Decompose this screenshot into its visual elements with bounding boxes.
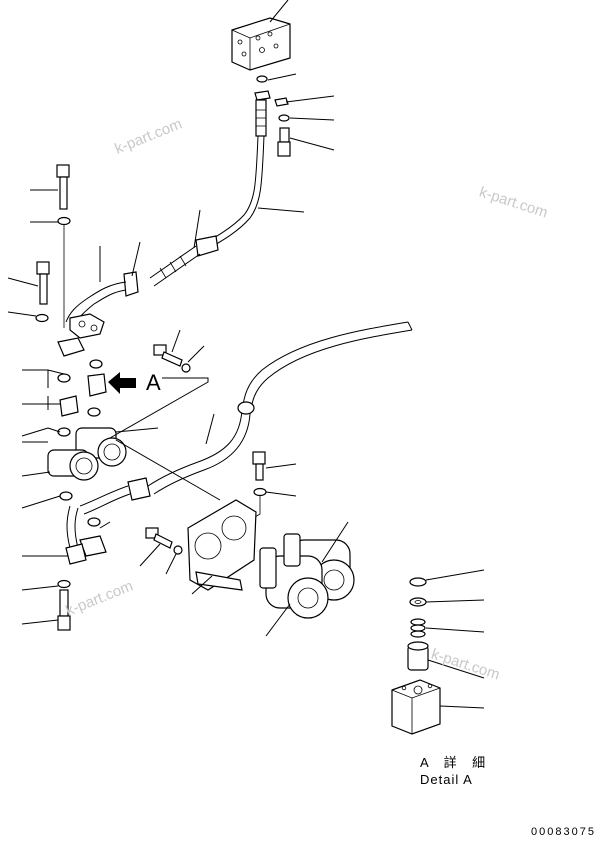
washer-mid (181, 363, 191, 373)
split-flange-upper (57, 313, 105, 357)
half-clamp-upper (59, 373, 107, 417)
snap-ring (409, 577, 427, 587)
detail-arrow-icon (108, 372, 136, 394)
o-ring-left-3 (87, 407, 101, 417)
washer-left-2 (35, 313, 49, 323)
drawing-number: 00083075 (531, 826, 596, 838)
flex-hose (149, 235, 219, 287)
washer-lower (57, 579, 71, 589)
clamp-top (274, 97, 289, 107)
tube-flange-lower (127, 477, 151, 501)
half-clamp-lower (65, 535, 107, 565)
washer-plate (173, 545, 183, 555)
bolt-lower-left (57, 589, 71, 631)
bracket-line-3 (21, 427, 61, 437)
long-tube (147, 321, 409, 487)
o-ring-left-4 (57, 427, 71, 437)
callout-a-line (109, 377, 209, 439)
tube-fitting-top (254, 90, 271, 101)
upper-tube (199, 135, 259, 247)
left-tube (65, 281, 127, 323)
detail-valve-block (391, 679, 441, 735)
o-ring-lower-2 (87, 517, 101, 527)
o-ring-top (256, 75, 268, 83)
o-ring-left-2 (57, 373, 71, 383)
washer-right-mid (253, 487, 267, 497)
detail-spool (407, 641, 429, 671)
o-ring-left-1 (89, 359, 103, 369)
bolt-plate (145, 527, 173, 549)
top-valve-block (231, 17, 291, 71)
twin-motor-assembly (259, 533, 355, 619)
detail-caption-en: Detail A (420, 772, 473, 787)
leader-lines (7, 0, 485, 709)
pump-assembly-left (47, 427, 127, 481)
hose-flange (123, 271, 139, 297)
bolt-left-1 (56, 164, 70, 210)
mounting-plate (187, 499, 257, 591)
tube-sleeve (237, 401, 255, 415)
washer-left-1 (57, 216, 71, 226)
short-tube-lower (79, 485, 131, 515)
detail-caption-ja: A 詳 細 (420, 755, 492, 770)
bolt-top (277, 127, 291, 157)
bolt-left-2 (36, 261, 50, 305)
leader-pump (115, 439, 221, 501)
washer-top (278, 114, 290, 122)
detail-washer (409, 597, 427, 607)
bolt-mid (153, 344, 183, 367)
o-ring-lower-1 (59, 491, 73, 501)
bolt-right-mid (252, 451, 266, 481)
elbow-tube-lower (66, 505, 79, 549)
detail-spring (410, 618, 426, 638)
bracket-line-1 (22, 369, 65, 388)
callout-label-a: A (146, 370, 161, 395)
bracket-line-2 (22, 396, 60, 410)
